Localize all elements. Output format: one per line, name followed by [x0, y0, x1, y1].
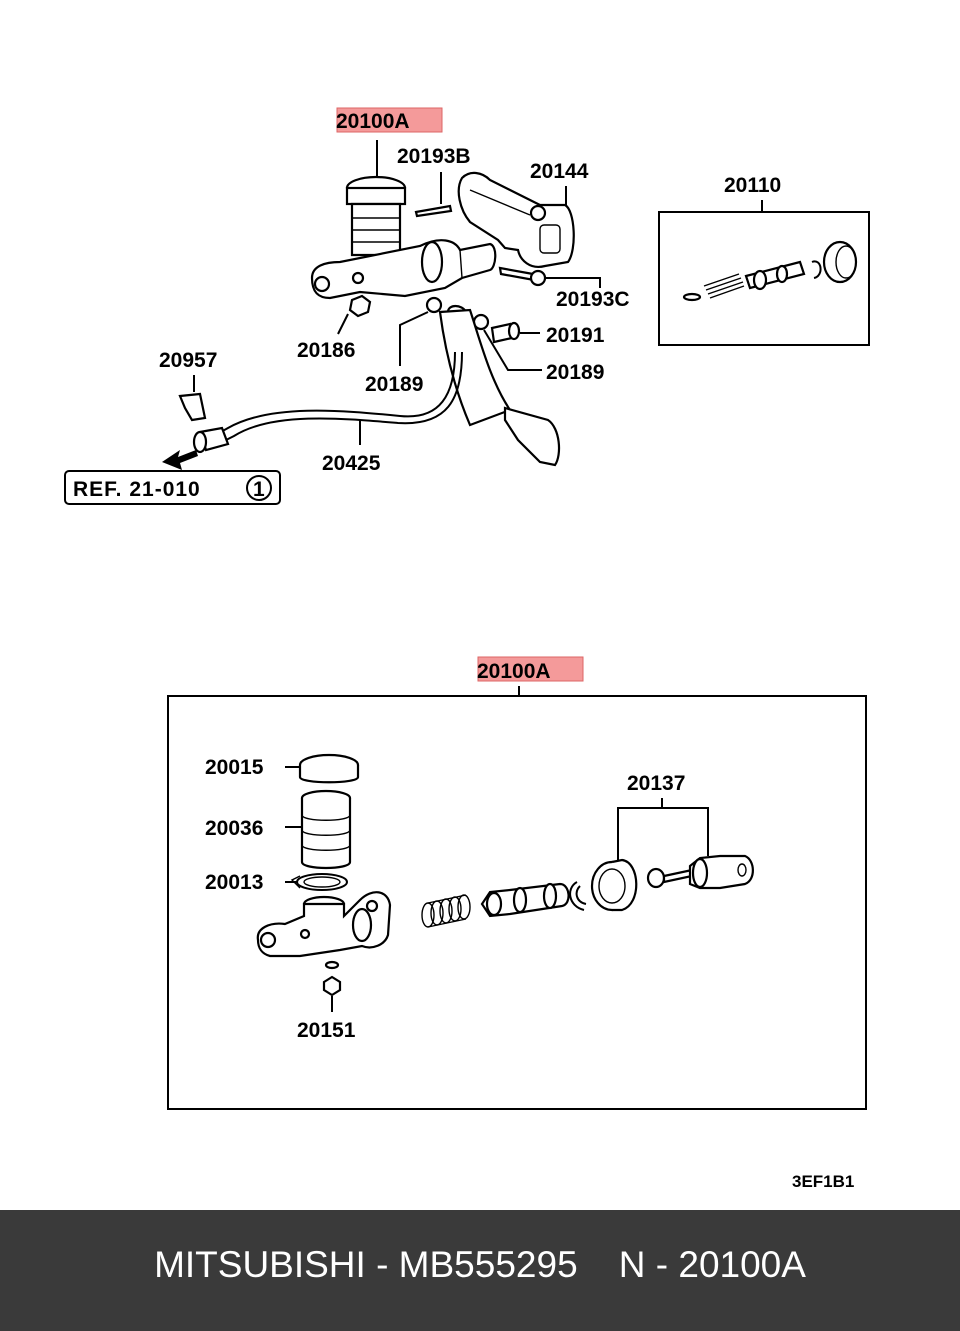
- washer-left: [425, 296, 443, 314]
- parts-diagram: 20100A 20193B 20144 20193C 20110: [64, 107, 870, 1191]
- hose-20425: [209, 351, 456, 439]
- master-cylinder-body: [256, 891, 392, 958]
- hose-end-fitting: [192, 426, 230, 454]
- callout-20036[interactable]: 20036: [205, 817, 263, 840]
- pedal-bracket: [457, 171, 575, 268]
- footer-caption: MITSUBISHI - MB555295 N - 20100A: [154, 1243, 806, 1285]
- clip-20957: [178, 392, 207, 422]
- snap-ring: [569, 881, 587, 911]
- kit-box-20110: [658, 211, 870, 346]
- callout-20191[interactable]: 20191: [546, 324, 605, 347]
- hose-clamp: [290, 873, 348, 891]
- ref-arrow: [162, 450, 198, 470]
- kit-20110-parts: [682, 240, 858, 302]
- exploded-view-frame: [167, 695, 867, 1110]
- callout-20110[interactable]: 20110: [724, 174, 781, 197]
- master-cylinder-top: [310, 239, 497, 300]
- reservoir-body: [300, 789, 352, 870]
- reference-circle: [246, 475, 272, 501]
- piston: [480, 882, 570, 918]
- clutch-pedal: [438, 308, 561, 467]
- callout-20957[interactable]: 20957: [159, 349, 217, 372]
- callout-20015[interactable]: 20015: [205, 756, 264, 779]
- reservoir-cap: [298, 753, 360, 784]
- callout-20193C[interactable]: 20193C: [556, 288, 630, 311]
- reservoir-top: [345, 175, 407, 257]
- nut-20186: [348, 294, 372, 318]
- callout-20100A-bottom[interactable]: 20100A: [477, 660, 551, 683]
- callout-20186[interactable]: 20186: [297, 339, 355, 362]
- callout-20151[interactable]: 20151: [297, 1019, 356, 1042]
- kit-20137-parts: [590, 854, 754, 912]
- footer-bar: MITSUBISHI - MB555295 N - 20100A: [0, 1210, 960, 1331]
- callout-20193B[interactable]: 20193B: [397, 145, 471, 168]
- reference-box[interactable]: [64, 470, 281, 505]
- callout-20100A-top[interactable]: 20100A: [336, 110, 410, 133]
- highlight-20100A-bottom: [477, 656, 584, 682]
- callout-20189-left[interactable]: 20189: [365, 373, 423, 396]
- highlight-20100A-top: [336, 107, 443, 133]
- return-spring: [421, 894, 471, 928]
- callout-20144[interactable]: 20144: [530, 160, 589, 183]
- callout-20137[interactable]: 20137: [627, 772, 685, 795]
- callout-20425[interactable]: 20425: [322, 452, 381, 475]
- bleeder-screw: [322, 960, 342, 997]
- reference-text: REF. 21-010: [73, 478, 201, 501]
- diagram-code: 3EF1B1: [792, 1172, 854, 1191]
- reference-circle-number: 1: [253, 478, 265, 501]
- callout-20189-right[interactable]: 20189: [546, 361, 604, 384]
- callout-20013[interactable]: 20013: [205, 871, 263, 894]
